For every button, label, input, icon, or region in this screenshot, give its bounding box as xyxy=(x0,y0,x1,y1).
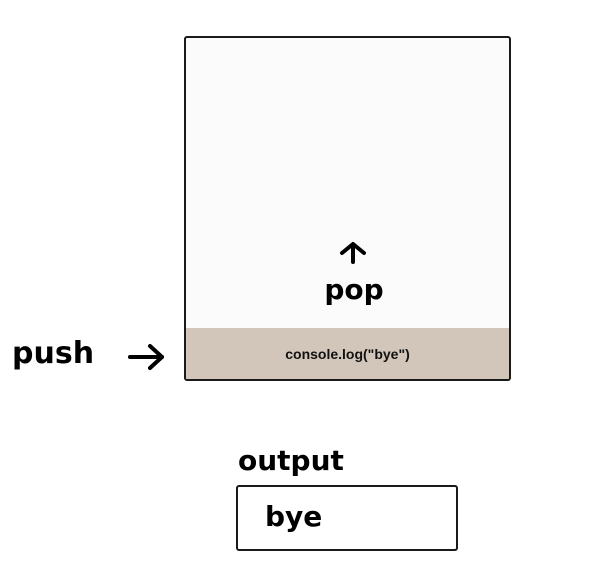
output-label: output xyxy=(238,444,344,477)
pop-label: pop xyxy=(324,273,384,306)
call-stack: console.log("bye") xyxy=(184,36,511,381)
push-label: push xyxy=(12,336,95,371)
output-value: bye xyxy=(265,500,323,533)
stack-frame-label: console.log("bye") xyxy=(285,345,410,362)
arrow-up-icon xyxy=(340,242,366,264)
arrow-right-icon xyxy=(128,344,164,370)
output-box: bye xyxy=(236,485,458,551)
stack-frame: console.log("bye") xyxy=(186,328,509,379)
